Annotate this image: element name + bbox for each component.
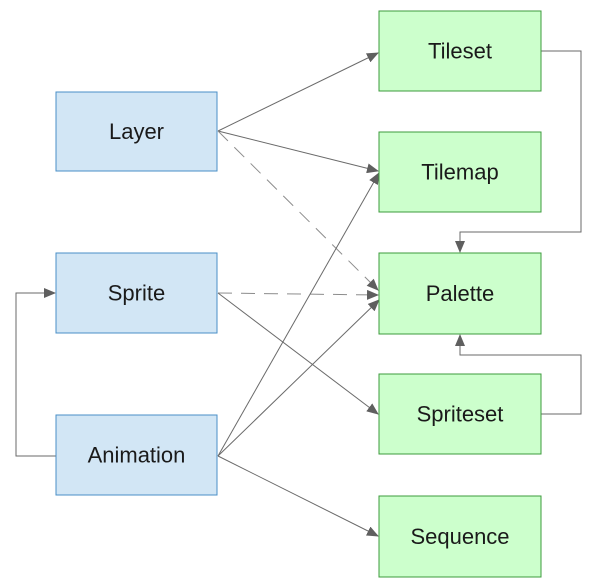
- node-layer: Layer: [55, 91, 218, 172]
- node-tilemap-label: Tilemap: [421, 160, 498, 185]
- edge-animation-to-palette: [217, 299, 380, 457]
- edge-layer-to-tilemap: [217, 130, 379, 174]
- node-tileset: Tileset: [378, 10, 542, 92]
- edge-animation-to-tilemap: [217, 172, 380, 457]
- edge-sprite-to-palette: [217, 289, 379, 300]
- edge-layer-to-tileset: [217, 52, 379, 132]
- node-palette: Palette: [378, 252, 542, 335]
- node-sprite-label: Sprite: [108, 281, 165, 306]
- edge-tileset-to-palette: [455, 50, 582, 253]
- nodes: Layer Sprite Animation Tileset Tilemap P…: [55, 10, 542, 578]
- edge-sprite-to-spriteset: [217, 292, 379, 415]
- node-palette-label: Palette: [426, 281, 495, 306]
- node-animation: Animation: [55, 414, 218, 496]
- edges: [15, 50, 582, 537]
- node-tilemap: Tilemap: [378, 131, 542, 213]
- node-layer-label: Layer: [109, 119, 164, 144]
- edge-animation-to-sprite: [15, 288, 56, 457]
- edge-animation-to-sequence: [217, 455, 379, 537]
- node-animation-label: Animation: [88, 443, 186, 468]
- node-sequence: Sequence: [378, 495, 542, 578]
- edge-spriteset-to-palette: [455, 334, 582, 415]
- node-spriteset: Spriteset: [378, 373, 542, 455]
- node-spriteset-label: Spriteset: [417, 402, 504, 427]
- edge-layer-to-palette: [217, 130, 379, 291]
- node-sequence-label: Sequence: [410, 524, 509, 549]
- node-sprite: Sprite: [55, 252, 218, 334]
- node-tileset-label: Tileset: [428, 39, 492, 64]
